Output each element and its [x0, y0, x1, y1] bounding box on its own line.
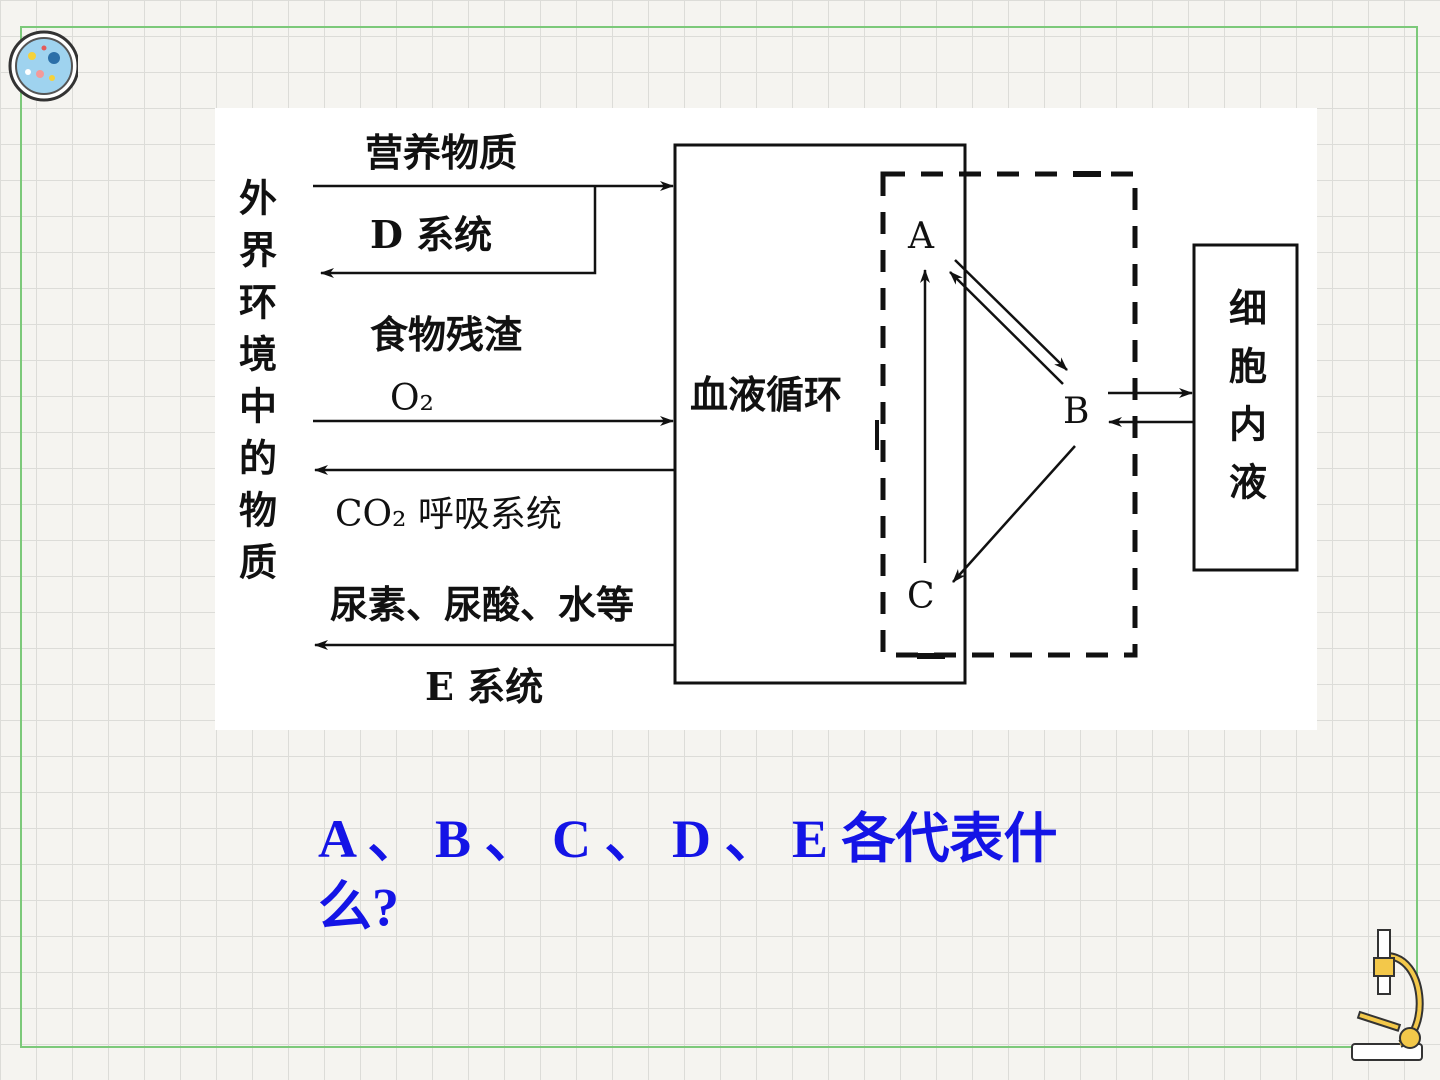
blood-circulation-box [673, 143, 967, 685]
b-to-c-arrow [952, 445, 1076, 583]
question-text: A 、 B 、 C 、 D 、 E 各代表什 么? [318, 805, 1218, 941]
external-matter-label: 外界环境中的物质 [233, 178, 278, 594]
diagram-panel: 外界环境中的物质 营养物质 D 系统 食物残渣 O₂ CO₂ 呼吸系统 尿素、尿… [215, 108, 1317, 730]
cell-fluid-box [1192, 243, 1299, 572]
node-b-label: B [1063, 391, 1089, 432]
cell-fluid-label: 细胞内液 [1223, 288, 1268, 520]
d-system-arrow [320, 186, 597, 278]
node-c-label: C [907, 576, 935, 617]
b-to-a-arrow [949, 271, 1064, 385]
petri-dish-icon [8, 30, 78, 102]
nutrients-label: 营养物质 [365, 130, 517, 175]
microscope-icon [1351, 929, 1424, 1061]
question-line-1: A 、 B 、 C 、 D 、 E 各代表什 [318, 809, 1058, 869]
urea-label: 尿素、尿酸、水等 [330, 582, 634, 627]
question-line-2: 么? [318, 877, 399, 937]
o2-label: O₂ [390, 378, 434, 419]
internal-environment-dashed-box [880, 171, 1138, 658]
blood-circulation-label: 血液循环 [690, 372, 842, 417]
node-a-label: A [907, 216, 935, 257]
circulation-diagram: 外界环境中的物质 营养物质 D 系统 食物残渣 O₂ CO₂ 呼吸系统 尿素、尿… [233, 130, 1299, 709]
food-residue-label: 食物残渣 [370, 312, 523, 357]
slide-frame [20, 26, 1418, 1048]
a-to-b-arrow [954, 259, 1068, 371]
co2-system-label: CO₂ 呼吸系统 [335, 494, 562, 535]
e-system-label: E 系统 [425, 664, 543, 709]
d-system-label: D 系统 [370, 212, 492, 257]
